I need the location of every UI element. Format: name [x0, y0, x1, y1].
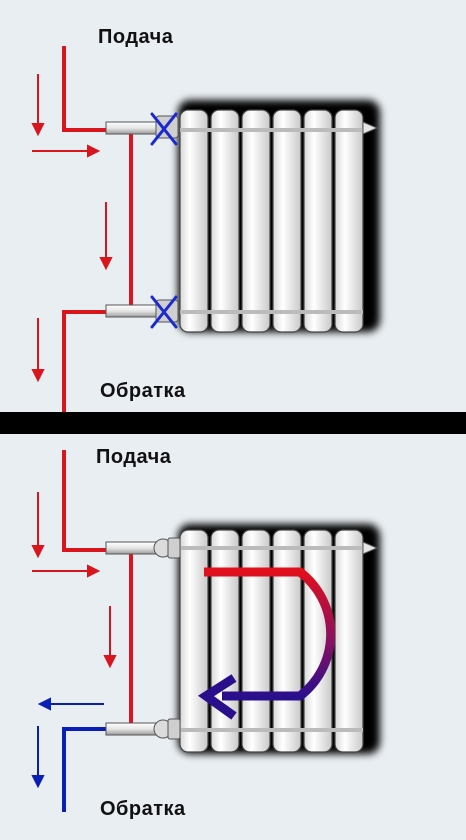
- internal-flow-arrow: [197, 567, 336, 720]
- arrow-icon: [103, 606, 117, 669]
- return-pipe: [62, 727, 108, 812]
- section-divider: [0, 412, 466, 434]
- radiator: [178, 100, 380, 333]
- bottom-connector: [105, 304, 159, 318]
- flow-arrows-top: [31, 74, 113, 383]
- x-mark-icon: [150, 112, 178, 146]
- radiator-section: [210, 529, 240, 753]
- radiator-top-collector: [180, 546, 363, 550]
- radiator-section: [241, 109, 271, 333]
- round-valve-icon: [153, 537, 181, 559]
- arrow-icon: [37, 697, 104, 711]
- supply-pipe: [62, 450, 108, 552]
- radiator-sections: [179, 109, 364, 333]
- bottom-diagram-panel: Подача Обратка: [0, 434, 466, 840]
- radiator-top-collector: [180, 128, 363, 132]
- return-pipe: [62, 310, 108, 412]
- bottom-return-label: Обратка: [100, 798, 186, 820]
- pipes: [62, 450, 133, 812]
- radiator-section: [334, 529, 364, 753]
- bottom-diagram-svg: [31, 450, 380, 812]
- radiator-section: [179, 109, 209, 333]
- radiator-bottom-collector: [180, 728, 363, 732]
- flow-path: [204, 567, 336, 701]
- top-return-label: Обратка: [100, 380, 186, 402]
- radiator-bottom-collector: [180, 310, 363, 314]
- arrow-icon: [31, 726, 45, 789]
- bottom-connector: [105, 722, 159, 736]
- top-diagram-panel: Подача Обратка: [0, 0, 466, 412]
- bottom-supply-label: Подача: [96, 446, 172, 468]
- round-valve-icon: [153, 718, 181, 740]
- top-connector: [105, 541, 159, 555]
- arrow-icon: [197, 674, 237, 720]
- arrow-icon: [31, 492, 45, 559]
- radiator-section: [272, 109, 302, 333]
- top-supply-label: Подача: [98, 26, 174, 48]
- arrow-icon: [32, 144, 101, 158]
- air-vent-plug: [362, 541, 379, 555]
- radiator-section: [272, 529, 302, 753]
- radiator-section: [241, 529, 271, 753]
- radiator: [178, 524, 380, 754]
- radiator-section: [210, 109, 240, 333]
- arrow-icon: [31, 74, 45, 137]
- radiator-section: [179, 529, 209, 753]
- radiator-section: [303, 109, 333, 333]
- x-mark-icon: [150, 295, 178, 329]
- top-connector: [105, 121, 159, 135]
- pipes-hot: [62, 46, 133, 412]
- flow-arrows-bottom: [31, 492, 117, 789]
- arrow-icon: [31, 318, 45, 383]
- top-diagram-svg: [31, 46, 380, 412]
- radiator-section: [334, 109, 364, 333]
- arrow-icon: [99, 202, 113, 271]
- supply-pipe: [62, 46, 108, 132]
- air-vent-plug: [362, 121, 379, 135]
- arrow-icon: [32, 564, 101, 578]
